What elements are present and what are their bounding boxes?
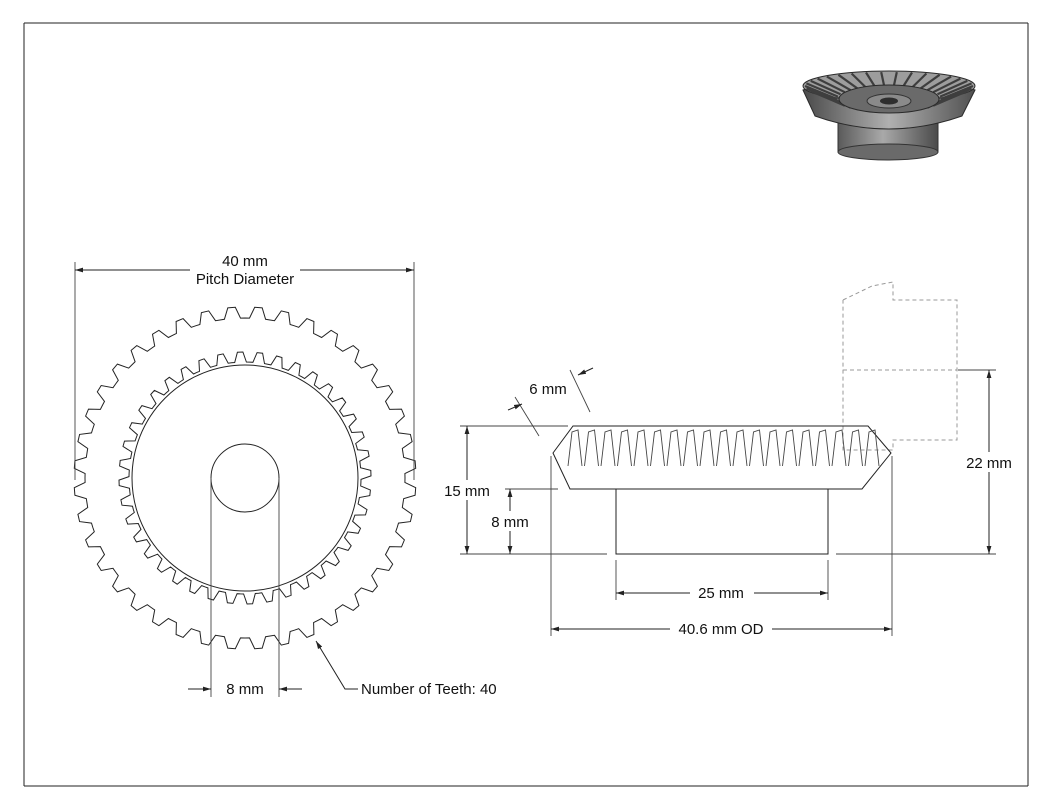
mating-gear-ghost [842,281,958,451]
hub-height-label: 8 mm [491,514,529,531]
render-tooth [804,84,838,101]
root-circle [131,364,359,592]
side-tooth [765,429,781,467]
render-tooth [826,75,852,92]
side-tooth [650,429,665,467]
sheet-border [23,22,1029,787]
side-tooth-profiles [567,429,880,467]
render-tooth [805,87,839,103]
outer-diameter-label: 40.6 mm OD [678,621,763,638]
hub-diameter-label: 25 mm [698,585,744,602]
pitch-diameter-dimension: 40 mm Pitch Diameter [75,253,414,288]
bore-dimension: 8 mm [188,681,302,698]
pitch-diameter-value: 40 mm [222,253,268,270]
render-tooth [880,71,886,87]
side-tooth [699,429,715,467]
side-tooth [567,429,583,467]
render-tooth [892,71,898,87]
render-tooth [937,79,968,96]
side-tooth [782,429,797,467]
render-tooth [932,77,961,94]
render-tooth [911,72,928,89]
teeth-count-leader: Number of Teeth: 40 [315,640,497,698]
side-tooth [732,429,748,467]
mating-height-label: 22 mm [966,455,1012,472]
side-tooth [633,429,649,467]
gear-front-view [73,262,417,697]
side-tooth [798,429,814,467]
render-tooth [817,77,846,94]
render-tooth [902,71,913,88]
gear-side-view [552,281,958,555]
side-tooth [600,429,616,467]
side-tooth [666,429,682,467]
render-tooth [939,82,973,98]
side-tooth [864,429,880,467]
side-tooth [831,429,847,467]
render-tooth [850,72,867,89]
render-tooth [919,73,941,90]
render-tooth [810,79,841,96]
side-tooth [749,429,764,467]
gear-3d-render [802,70,976,161]
render-tooth [805,82,839,98]
side-tooth [683,429,698,467]
teeth-count-label: Number of Teeth: 40 [361,681,497,698]
bore-diameter-label: 8 mm [226,681,264,698]
pitch-diameter-label: Pitch Diameter [196,271,294,288]
gear-rim-outline [552,425,892,490]
inner-tooth-profile [118,351,372,605]
render-tooth [932,92,961,107]
render-tooth [926,75,952,92]
render-tooth [865,71,876,88]
side-tooth [815,429,830,467]
bore-circle [210,443,280,513]
overall-height-label: 15 mm [444,483,490,500]
side-tooth [848,429,863,467]
side-tooth [584,429,599,467]
side-tooth [617,429,632,467]
hub-outline [615,488,829,555]
side-view-dimensions: 15 mm 8 mm 22 mm 25 mm 40.6 mm OD 6 mm [440,367,1020,638]
tooth-face-width-label: 6 mm [529,381,567,398]
outer-tooth-profile [73,306,417,650]
render-tooth [837,73,859,90]
side-tooth [716,429,731,467]
